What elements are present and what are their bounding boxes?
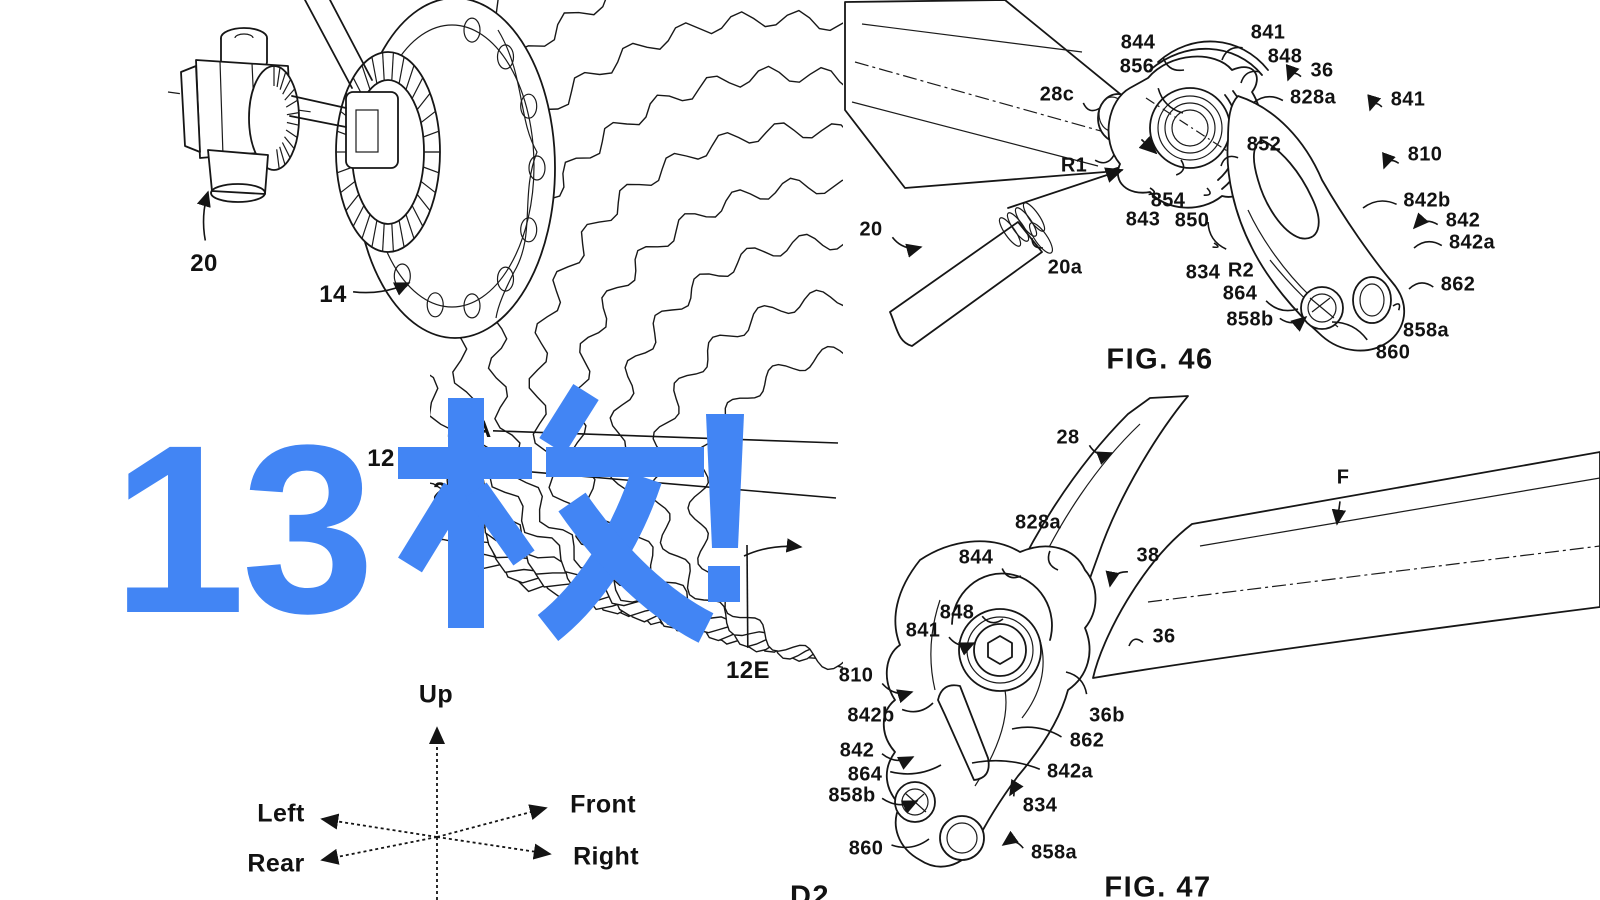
overlay-kanji-mai	[398, 392, 706, 628]
overlay-digits: 13	[112, 395, 371, 663]
overlay-text-group: 13	[112, 392, 744, 663]
overlay-exclaim	[706, 414, 744, 602]
